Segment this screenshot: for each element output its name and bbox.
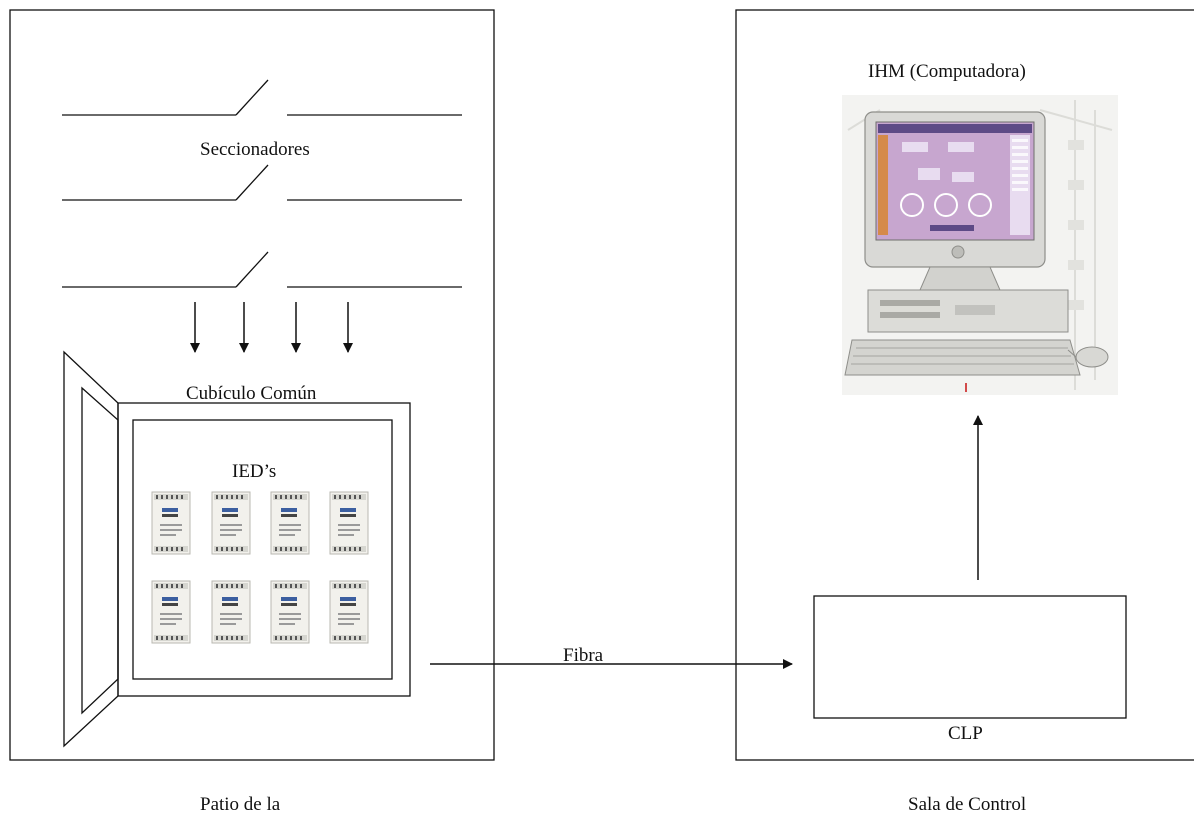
ied-unit bbox=[329, 580, 369, 644]
control-room-area bbox=[735, 9, 1194, 761]
hmi-label: IHM (Computadora) bbox=[868, 61, 1026, 82]
disconnect-switch bbox=[62, 79, 462, 116]
disconnect-switch bbox=[62, 164, 462, 201]
ieds-label: IED’s bbox=[232, 461, 277, 482]
ied-unit bbox=[329, 491, 369, 555]
ied-unit bbox=[270, 491, 310, 555]
yard-area-label: Patio de la bbox=[200, 794, 281, 815]
switches-label: Seccionadores bbox=[200, 139, 310, 160]
ied-unit bbox=[151, 580, 191, 644]
ied-unit bbox=[151, 491, 191, 555]
cubicle-label: Cubículo Común bbox=[186, 383, 317, 404]
disconnect-switch bbox=[62, 251, 462, 288]
ied-grid bbox=[151, 491, 369, 644]
control-room-label: Sala de Control bbox=[908, 794, 1027, 815]
ied-unit bbox=[211, 491, 251, 555]
substation-yard-area bbox=[9, 9, 495, 761]
plc-label: CLP bbox=[948, 723, 983, 744]
ied-unit bbox=[270, 580, 310, 644]
ied-unit bbox=[211, 580, 251, 644]
fiber-label: Fibra bbox=[563, 645, 604, 666]
plc-box bbox=[813, 595, 1127, 719]
computer-icon bbox=[842, 95, 1118, 395]
cubicle-door bbox=[63, 350, 119, 748]
